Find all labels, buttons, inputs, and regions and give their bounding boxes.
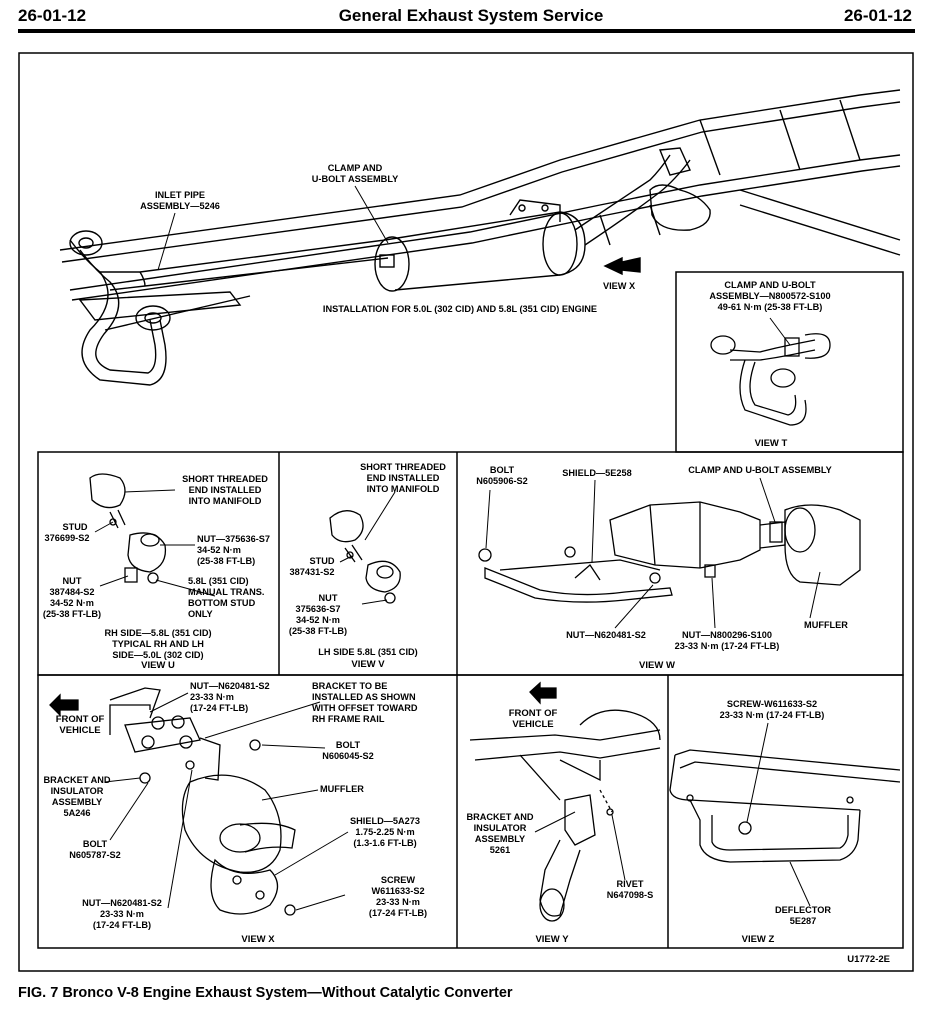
svg-text:RH SIDE—5.8L (351 CID)TYPICAL: RH SIDE—5.8L (351 CID)TYPICAL RH AND LHS… [104,628,211,660]
view-u-leaders [94,489,216,597]
svg-text:MUFFLER: MUFFLER [804,620,848,630]
view-x-leaders [104,692,349,911]
svg-text:VIEW Y: VIEW Y [535,934,569,945]
main-leaders [157,185,389,271]
view-w-leaders [485,477,821,629]
view-y-drawing [469,681,661,922]
svg-text:LH SIDE 5.8L (351 CID): LH SIDE 5.8L (351 CID) [318,647,417,657]
svg-text:VIEW Z: VIEW Z [742,934,775,945]
svg-text:VIEW U: VIEW U [141,660,175,671]
view-v-leaders [339,491,396,605]
view-u-drawing [89,473,167,584]
svg-text:CLAMP AND U-BOLT ASSEMBLY: CLAMP AND U-BOLT ASSEMBLY [688,465,832,475]
view-z-leaders [746,722,811,907]
section-number-left: 26-01-12 [18,6,87,25]
view-w-drawing [478,501,861,603]
svg-text:VIEW W: VIEW W [639,660,675,671]
header-rule [18,29,915,33]
page-title: General Exhaust System Service [338,6,604,25]
svg-text:VIEW X: VIEW X [241,934,275,945]
view-t-drawing [710,317,831,426]
svg-text:NUT—N620481-S2: NUT—N620481-S2 [566,630,646,640]
svg-text:VIEW X: VIEW X [603,281,636,291]
panel-borders [37,271,904,949]
view-v-drawing [329,510,401,604]
svg-text:5.8L (351 CID)MANUAL TRANS.BOT: 5.8L (351 CID)MANUAL TRANS.BOTTOM STUDON… [188,576,264,619]
figure-caption: FIG. 7 Bronco V-8 Engine Exhaust System—… [18,985,513,1001]
main-exhaust-drawing [59,89,901,386]
svg-text:VIEW V: VIEW V [351,659,385,670]
svg-text:VIEW T: VIEW T [755,438,788,449]
view-z-drawing [669,749,901,863]
diagram-frame [18,52,914,972]
view-x-drawing [49,687,296,916]
section-number-right: 26-01-12 [843,6,912,25]
svg-text:MUFFLER: MUFFLER [320,784,364,794]
drawing-code: U1772-2E [847,954,890,965]
view-y-leaders [534,811,626,881]
svg-text:INSTALLATION FOR 5.0L (302 CID: INSTALLATION FOR 5.0L (302 CID) AND 5.8L… [323,304,597,314]
svg-text:SHIELD—5E258: SHIELD—5E258 [562,468,631,478]
